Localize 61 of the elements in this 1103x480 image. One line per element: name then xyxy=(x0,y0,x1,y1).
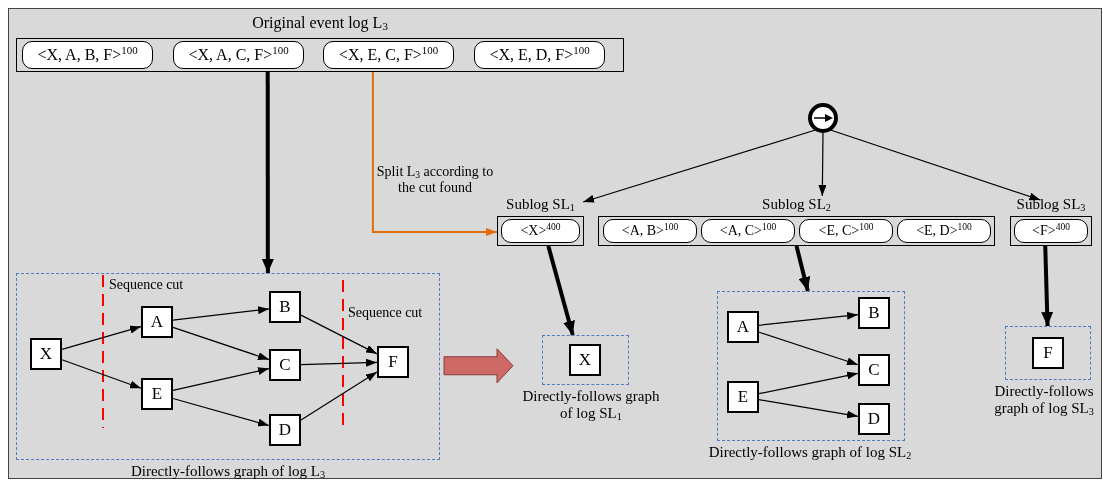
arrow xyxy=(758,331,859,366)
activity-box: A xyxy=(141,306,173,338)
graph-caption: Directly-follows graph of log SL$_{1}$ xyxy=(521,388,661,423)
log-heading: Original event log L$_{3}$ xyxy=(251,14,389,33)
trace-pill: <A, B>$^{100}$ xyxy=(603,219,697,243)
activity-box: B xyxy=(269,291,301,323)
arrow xyxy=(172,326,270,361)
arrow xyxy=(261,72,274,273)
log-heading: Sublog SL$_{2}$ xyxy=(761,196,832,214)
activity-box: E xyxy=(727,381,759,413)
trace-pill: <F>$^{400}$ xyxy=(1014,219,1088,243)
activity-box: C xyxy=(269,349,301,381)
sublog-group xyxy=(598,196,995,246)
arrow xyxy=(300,314,378,355)
cut-label: Sequence cut xyxy=(109,277,184,293)
log-heading: Sublog SL$_{1}$ xyxy=(505,196,576,214)
arrow xyxy=(172,367,270,391)
edge-label: Split L$_{3}$ according to the cut found xyxy=(375,164,495,197)
sublog-group xyxy=(1010,196,1092,246)
arrow xyxy=(758,371,859,395)
trace-pill: <X, A, C, F>$^{100}$ xyxy=(173,41,304,69)
arrow xyxy=(758,399,859,419)
trace-pill: <X, E, C, F>$^{100}$ xyxy=(323,41,454,69)
activity-box: F xyxy=(377,346,409,378)
trace-pill: <E, C>$^{100}$ xyxy=(799,219,893,243)
activity-box: D xyxy=(858,403,890,435)
arrow xyxy=(172,397,270,427)
log-heading: Sublog SL$_{3}$ xyxy=(1015,196,1087,214)
arrow xyxy=(61,359,142,389)
arrow xyxy=(818,132,827,197)
trace-pill: <A, C>$^{100}$ xyxy=(701,219,795,243)
trace-pill: <X, A, B, F>$^{100}$ xyxy=(22,41,153,69)
arrow xyxy=(172,306,270,321)
cut-label: Sequence cut xyxy=(348,305,423,321)
arrow xyxy=(794,245,811,292)
arrow xyxy=(758,311,859,326)
activity-box: F xyxy=(1032,337,1064,369)
sublog-group xyxy=(497,196,584,246)
activity-box: D xyxy=(269,414,301,446)
arrow xyxy=(829,129,1041,201)
graph-caption: Directly-follows graph of log SL$_{3}$ xyxy=(993,383,1095,418)
activity-box: C xyxy=(858,354,890,386)
block-arrow xyxy=(443,348,514,384)
trace-pill: <X>$^{400}$ xyxy=(501,219,580,243)
arrow xyxy=(582,129,817,203)
sublog-group xyxy=(16,14,624,72)
arrow xyxy=(300,358,378,367)
arrow xyxy=(1041,245,1054,327)
arrow xyxy=(61,325,142,350)
trace-pill: <E, D>$^{100}$ xyxy=(897,219,991,243)
activity-box: B xyxy=(858,297,890,329)
activity-box: E xyxy=(141,378,173,410)
arrow xyxy=(300,371,378,421)
arrow xyxy=(371,71,498,236)
activity-box: A xyxy=(727,311,759,343)
arrow xyxy=(546,245,575,336)
graph-caption: Directly-follows graph of log SL$_{2}$ xyxy=(707,444,913,462)
graph-caption: Directly-follows graph of log L$_{3}$ xyxy=(129,463,327,480)
activity-box: X xyxy=(569,344,601,376)
trace-pill: <X, E, D, F>$^{100}$ xyxy=(474,41,605,69)
activity-box: X xyxy=(30,338,62,370)
